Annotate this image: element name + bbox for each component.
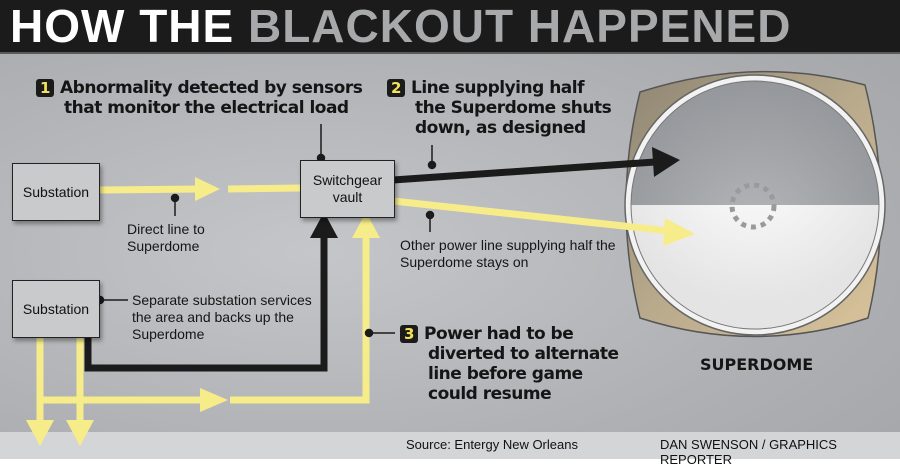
superdome-label: SUPERDOME xyxy=(700,355,814,374)
step-number: 1 xyxy=(36,79,54,97)
substation-1-box: Substation xyxy=(12,163,100,221)
superdome xyxy=(624,70,886,338)
note-other-line: Other power line supplying half the Supe… xyxy=(400,237,616,270)
footer xyxy=(0,432,900,459)
source-text: Source: Entergy New Orleans xyxy=(406,437,578,452)
live-arrowheads xyxy=(26,177,695,446)
switchgear-vault-box: Switchgear vault xyxy=(300,160,395,218)
step-number: 2 xyxy=(387,79,405,97)
dead-lines xyxy=(84,158,656,372)
live-lines xyxy=(36,184,671,420)
note-direct-line: Direct line to Superdome xyxy=(127,221,205,254)
leader-lines xyxy=(95,124,437,338)
page-title: HOW THE BLACKOUT HAPPENED xyxy=(10,0,792,52)
center-mark xyxy=(729,182,777,230)
substation-2-box: Substation xyxy=(12,280,100,338)
note-separate-substation: Separate substation services the area an… xyxy=(132,292,312,342)
step-number: 3 xyxy=(400,325,418,343)
credit-text: DAN SWENSON / GRAPHICS REPORTER xyxy=(660,437,837,467)
title-bar: HOW THE BLACKOUT HAPPENED xyxy=(0,0,900,54)
dead-arrowheads xyxy=(310,147,680,238)
